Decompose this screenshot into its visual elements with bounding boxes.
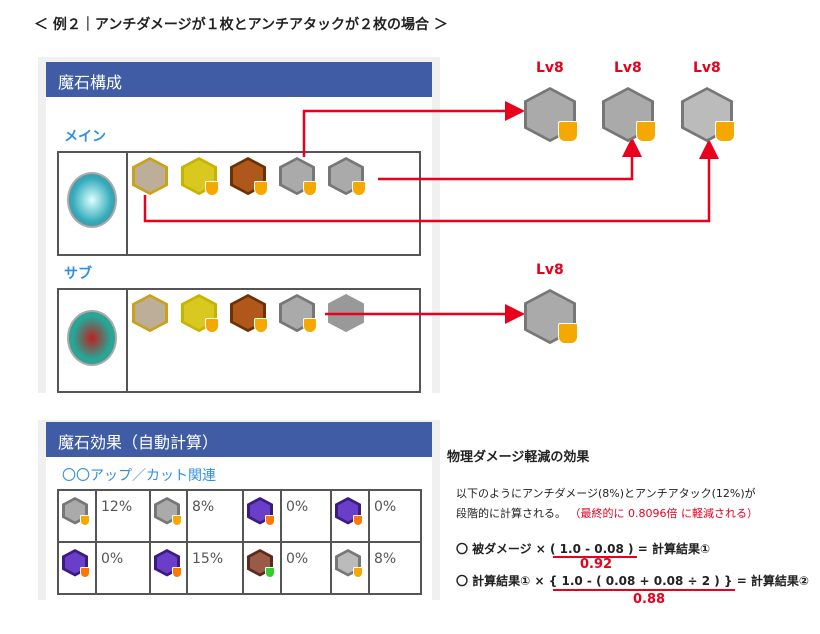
arrow-anti-damage bbox=[302, 101, 525, 157]
badge-icon bbox=[254, 181, 268, 196]
formula1-result: 0.92 bbox=[580, 557, 613, 572]
effects-subtitle: 〇〇アップ／カット関連 bbox=[62, 468, 216, 484]
badge-icon bbox=[353, 515, 363, 526]
effect-value: 12% bbox=[95, 489, 151, 543]
result-level: Lv8 bbox=[614, 60, 642, 76]
anti-attack-icon[interactable] bbox=[328, 157, 364, 196]
badge-icon bbox=[80, 567, 90, 578]
effects-row: 12% 8% 0% 0% bbox=[57, 489, 422, 543]
effect-value: 8% bbox=[368, 541, 422, 595]
formula2-expr: { 1.0 - ( 0.08 + 0.08 ÷ 2 ) } bbox=[548, 574, 733, 588]
main-magicite-portrait[interactable] bbox=[67, 172, 117, 228]
formula1-pre: 〇 被ダメージ × bbox=[456, 542, 546, 556]
effects-table: 12%8%0%0%0%15%0%8% bbox=[57, 489, 422, 595]
explain-line1: 以下のようにアンチダメージ(8%)とアンチアタック(12%)が bbox=[456, 487, 756, 500]
badge-icon bbox=[352, 181, 366, 196]
badge-icon bbox=[636, 121, 656, 142]
effect-value: 0% bbox=[280, 489, 332, 543]
formula2-post: = 計算結果② bbox=[736, 574, 810, 588]
effects-header: 魔石効果（自動計算） bbox=[46, 422, 432, 457]
sub-label: サブ bbox=[64, 266, 92, 282]
formula2-result: 0.88 bbox=[633, 592, 666, 607]
effect-value: 15% bbox=[186, 541, 244, 595]
badge-icon bbox=[205, 318, 219, 333]
badge-icon bbox=[80, 515, 90, 526]
badge-icon bbox=[205, 181, 219, 196]
badge-icon bbox=[172, 567, 182, 578]
effect-value: 0% bbox=[95, 541, 151, 595]
sub-magicite-portrait[interactable] bbox=[67, 310, 117, 366]
formula2-pre: 〇 計算結果① × bbox=[456, 574, 545, 588]
badge-icon bbox=[353, 567, 363, 578]
effect-value: 0% bbox=[280, 541, 332, 595]
main-label: メイン bbox=[64, 129, 106, 145]
formula1-post: = 計算結果① bbox=[637, 542, 711, 556]
badge-icon bbox=[715, 121, 735, 142]
explain-heading: 物理ダメージ軽減の効果 bbox=[447, 450, 590, 465]
effect-value: 0% bbox=[368, 489, 422, 543]
result-level: Lv8 bbox=[536, 60, 564, 76]
formula1-expr: ( 1.0 - 0.08 ) bbox=[550, 542, 634, 556]
beast-bronze-icon[interactable] bbox=[230, 157, 266, 196]
anti-damage-icon[interactable] bbox=[279, 294, 315, 333]
badge-icon bbox=[265, 515, 275, 526]
badge-icon bbox=[558, 323, 578, 344]
explain-line2: 段階的に計算される。 bbox=[456, 507, 566, 520]
arrow-anti-beast bbox=[143, 139, 719, 223]
badge-icon bbox=[265, 567, 275, 578]
beast-gold-icon[interactable] bbox=[132, 294, 168, 333]
composition-header: 魔石構成 bbox=[46, 62, 432, 97]
badge-icon bbox=[254, 318, 268, 333]
effect-value: 8% bbox=[186, 489, 244, 543]
result-level: Lv8 bbox=[693, 60, 721, 76]
badge-icon bbox=[303, 181, 317, 196]
result-level: Lv8 bbox=[536, 262, 564, 278]
badge-icon bbox=[303, 318, 317, 333]
anti-attack-icon[interactable] bbox=[602, 87, 654, 143]
arrow-anti-attack bbox=[378, 137, 642, 181]
anti-beast-icon[interactable] bbox=[681, 87, 733, 143]
page-title: ＜ 例２｜アンチダメージが１枚とアンチアタックが２枚の場合 ＞ bbox=[34, 17, 448, 33]
beast-yellow-icon[interactable] bbox=[181, 294, 217, 333]
badge-icon bbox=[172, 515, 182, 526]
explain-note: （最終的に 0.8096倍 に軽減される） bbox=[569, 507, 758, 520]
beast-gold-icon[interactable] bbox=[132, 157, 168, 196]
effects-row: 0% 15% 0% 8% bbox=[57, 541, 422, 595]
badge-icon bbox=[558, 121, 578, 142]
